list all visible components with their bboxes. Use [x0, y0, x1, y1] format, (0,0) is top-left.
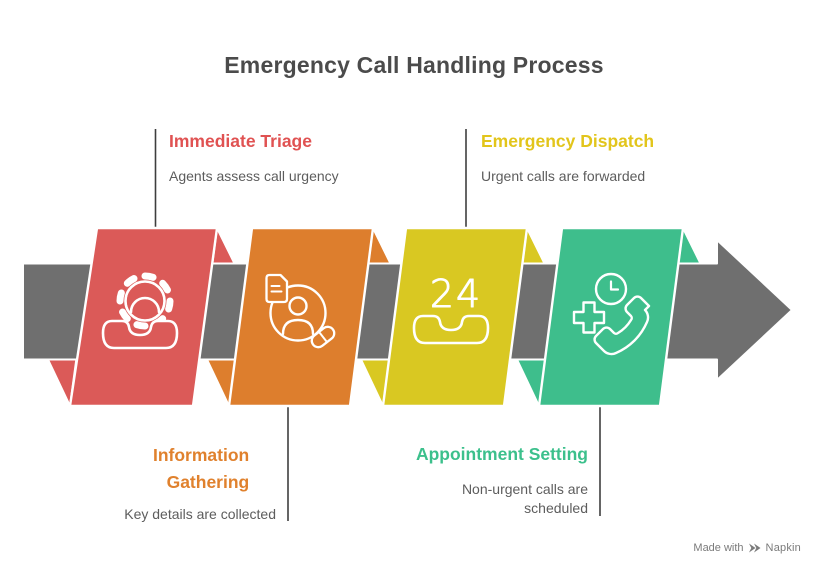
- document: [265, 273, 289, 304]
- medical-cross-clock-phone-icon: [572, 272, 651, 356]
- ribbon-front: [68, 226, 219, 408]
- step-shape-immediate-triage: [47, 226, 236, 408]
- step-label-information-gathering: Information Gathering Key details are co…: [124, 442, 276, 524]
- person-document-pill-icon: [265, 273, 336, 349]
- page-title: Emergency Call Handling Process: [224, 52, 604, 78]
- gear-phone-icon: [101, 272, 179, 350]
- medical-cross: [572, 301, 606, 334]
- pill: [310, 325, 336, 349]
- phone-handset: [412, 314, 490, 345]
- step-heading: Immediate Triage: [169, 131, 312, 151]
- phone-handset: [101, 319, 179, 350]
- ribbon-front: [227, 226, 375, 408]
- ribbon-front: [381, 226, 529, 408]
- step-shape-emergency-dispatch: 24: [360, 226, 546, 408]
- person-head: [288, 296, 308, 316]
- 24-hour-phone-icon: 24: [412, 272, 490, 345]
- clock-hands: [609, 280, 620, 291]
- step-label-appointment-setting: Appointment Setting Non-urgent calls are…: [416, 444, 588, 518]
- brand-text: Napkin: [765, 542, 801, 554]
- step-heading: Appointment Setting: [415, 444, 588, 464]
- connector-lines: [154, 129, 601, 521]
- step-heading: Emergency Dispatch: [481, 131, 655, 151]
- step-shape-appointment-setting: [516, 226, 702, 408]
- step-description: Agents assess call urgency: [169, 168, 339, 184]
- step-label-emergency-dispatch: Emergency Dispatch Urgent calls are forw…: [481, 131, 654, 186]
- step-shape-information-gathering: [206, 226, 392, 408]
- phone-receiver: [593, 295, 651, 356]
- napkin-logo-icon: [748, 543, 761, 553]
- document-lines: [270, 285, 283, 293]
- step-description: Non-urgent calls are scheduled: [461, 481, 588, 516]
- icon-24-text: 24: [430, 272, 482, 316]
- attribution: Made with Napkin: [693, 542, 801, 554]
- ribbon-front: [537, 226, 685, 408]
- step-heading: Information Gathering: [152, 445, 250, 493]
- person-shoulders: [281, 318, 315, 336]
- step-label-immediate-triage: Immediate Triage Agents assess call urge…: [169, 131, 339, 186]
- clock: [594, 272, 628, 306]
- made-with-text: Made with: [693, 542, 744, 554]
- step-description: Urgent calls are forwarded: [481, 168, 646, 184]
- step-description: Key details are collected: [124, 506, 276, 523]
